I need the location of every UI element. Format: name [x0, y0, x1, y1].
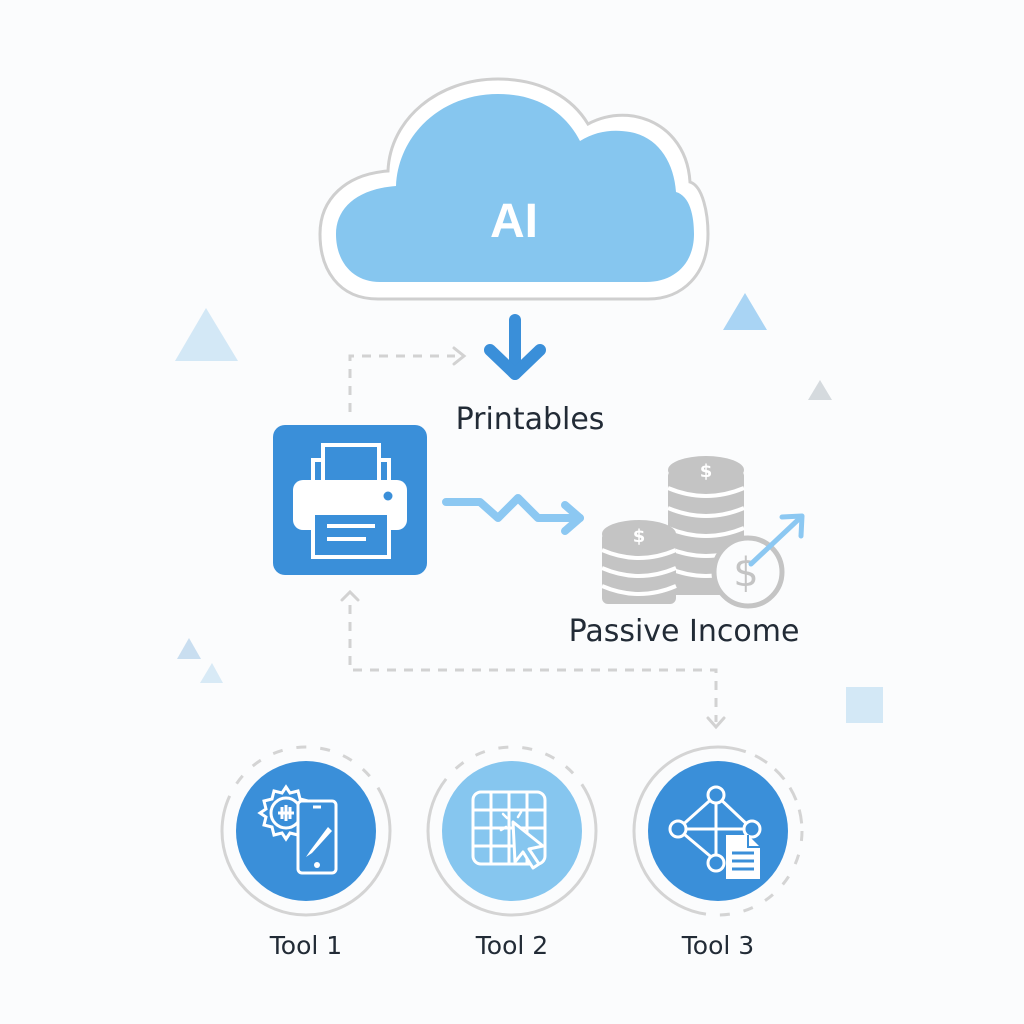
tool-label: Tool 1	[269, 931, 343, 960]
tool-label: Tool 3	[681, 931, 755, 960]
printer-icon	[293, 443, 407, 559]
triangle-decoration	[200, 663, 223, 683]
down-arrow-icon	[484, 314, 546, 380]
triangle-decoration	[175, 308, 238, 361]
printables-tile[interactable]	[273, 425, 427, 575]
zigzag-arrow-icon	[442, 494, 584, 535]
tool-label: Tool 2	[475, 931, 549, 960]
grid-cursor-click-icon	[471, 790, 547, 870]
cloud-label: AI	[490, 195, 538, 248]
cloud-icon	[318, 77, 710, 301]
square-decoration	[846, 687, 883, 723]
ai-cloud: AI	[318, 74, 710, 304]
passive-income-label: Passive Income	[568, 614, 800, 649]
printables-label: Printables	[455, 402, 605, 437]
triangle-decoration	[808, 380, 832, 400]
svg-text:$: $	[633, 526, 646, 547]
network-document-icon	[668, 785, 762, 879]
triangle-decoration	[723, 293, 767, 330]
connector-top	[348, 354, 455, 412]
triangle-decoration	[177, 638, 201, 659]
svg-text:$: $	[700, 461, 713, 482]
tool-2[interactable]: Tool 2	[424, 743, 600, 960]
tool-1[interactable]: Tool 1	[218, 743, 394, 960]
coin-stacks-growth-icon: $ $ $	[601, 456, 805, 609]
gear-tablet-brush-icon	[257, 784, 338, 875]
svg-text:$: $	[733, 550, 758, 596]
tool-3[interactable]: Tool 3	[630, 743, 806, 960]
